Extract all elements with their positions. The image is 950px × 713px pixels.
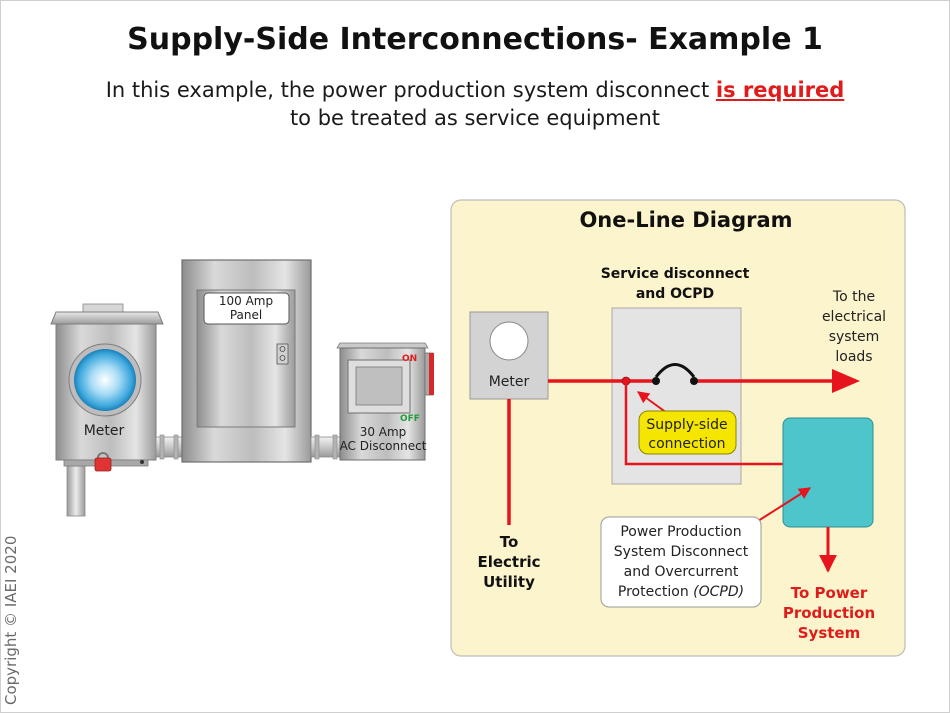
pps-callout-2: System Disconnect	[614, 544, 749, 560]
conduit-down	[66, 465, 86, 517]
diagram-meter-dial	[489, 321, 529, 361]
supply-side-label-2: connection	[648, 436, 725, 452]
subtitle-text-line2: to be treated as service equipment	[289, 106, 661, 130]
subtitle-emphasis: is required	[715, 78, 845, 102]
pps-label-2: Production	[783, 604, 875, 622]
loads-label-1: To the	[832, 289, 875, 305]
loads-label-3: system	[829, 329, 880, 345]
disconnect-label-2: AC Disconnect	[340, 439, 427, 453]
utility-label-2: Electric	[477, 553, 540, 571]
padlock-icon	[94, 457, 112, 472]
panel-latch-icon	[276, 343, 289, 365]
diagram-title: One-Line Diagram	[579, 208, 792, 232]
meter-dial	[74, 349, 136, 411]
ac-disconnect	[336, 342, 434, 461]
pps-callout-4b: (OCPD)	[693, 584, 744, 600]
pps-disconnect-box	[782, 417, 874, 528]
subtitle-text: In this example, the power production sy…	[105, 78, 716, 102]
one-line-diagram: One-Line Diagram Meter Service disconnec…	[450, 199, 906, 657]
page-title: Supply-Side Interconnections- Example 1	[127, 22, 823, 57]
pps-callout-box	[600, 516, 762, 608]
supply-side-label-1: Supply-side	[646, 417, 727, 433]
panel-label-2: Panel	[230, 308, 262, 322]
callout-pointer	[757, 487, 812, 522]
service-label-1: Service disconnect	[601, 266, 750, 282]
service-disconnect-box	[611, 307, 742, 485]
loads-arrow-icon	[832, 369, 860, 393]
pps-callout-3: and Overcurrent	[624, 564, 739, 580]
breaker-switch-icon	[654, 363, 696, 378]
service-label-2: and OCPD	[636, 286, 714, 302]
disconnect-on-label: ON	[402, 354, 417, 364]
utility-label-1: To	[500, 533, 519, 551]
panelboard	[181, 259, 312, 463]
pps-callout-4: Protection (OCPD)	[618, 584, 744, 600]
conductor-tap	[624, 381, 783, 466]
disconnect-label-1: 30 Amp	[360, 425, 407, 439]
disconnect-off-label: OFF	[400, 414, 420, 424]
utility-label-3: Utility	[483, 573, 535, 591]
panel-label-plate	[203, 292, 290, 325]
loads-label-4: loads	[835, 349, 872, 365]
pps-callout-4a: Protection	[618, 584, 689, 600]
diagram-meter-label: Meter	[489, 374, 530, 390]
supply-side-pointer	[637, 391, 668, 414]
supply-side-highlight	[638, 410, 737, 455]
meter-enclosure	[50, 303, 164, 472]
pps-callout-1: Power Production	[620, 524, 741, 540]
equipment-illustration: Meter 100 Amp Panel ON OFF	[50, 259, 434, 517]
loads-label-2: electrical	[822, 309, 886, 325]
panel-label-1: 100 Amp	[219, 294, 273, 308]
pps-label-3: System	[798, 624, 860, 642]
pps-label-1: To Power	[791, 584, 868, 602]
disconnect-handle-icon	[429, 353, 434, 395]
meter-label: Meter	[84, 423, 125, 439]
page-subtitle: In this example, the power production sy…	[0, 76, 950, 132]
